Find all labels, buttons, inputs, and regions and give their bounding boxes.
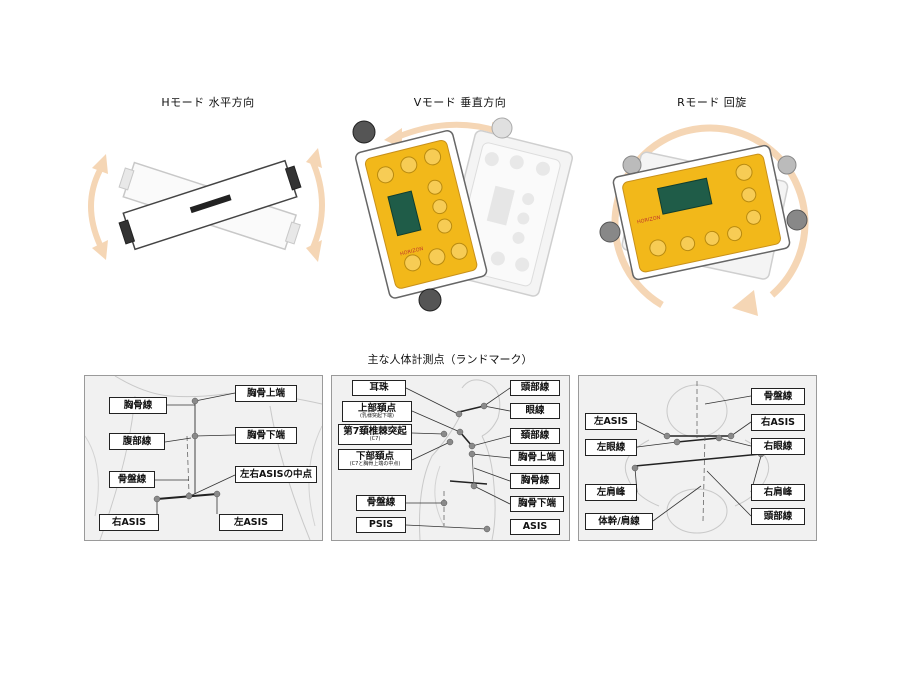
landmark-point (191, 397, 199, 405)
landmark-point (483, 525, 491, 533)
landmark-point (470, 482, 478, 490)
landmark-point (456, 428, 464, 436)
landmark-point (185, 492, 193, 500)
label-fukubu-sen: 腹部線 (109, 433, 165, 450)
h-mode-device (118, 159, 302, 251)
h-mode-right-arrow (309, 158, 325, 252)
label-c7: 第7頚椎棘突起 (C7) (338, 424, 412, 445)
v-mode-device: HORIZON (355, 130, 488, 299)
label-kotsuban-sen: 骨盤線 (356, 495, 406, 511)
landmark-point (715, 434, 723, 442)
label-kotsuban-sen: 骨盤線 (109, 471, 155, 488)
landmark-point (727, 432, 735, 440)
v-mode-bottom-knob (418, 288, 442, 312)
front-view-panel: 胸骨線 胸骨上端 腹部線 胸骨下端 骨盤線 左右ASISの中点 右ASIS 左A… (84, 375, 323, 541)
label-asis: ASIS (510, 519, 560, 535)
kabu-keiten-text: 下部頚点 (355, 450, 394, 462)
landmark-point (446, 438, 454, 446)
label-kyokotsu-sen: 胸骨線 (109, 397, 167, 414)
landmark-point (673, 438, 681, 446)
c7-text: 第7頚椎棘突起 (343, 425, 407, 437)
label-toubu-sen: 頭部線 (751, 508, 805, 525)
landmark-point (455, 410, 463, 418)
label-left-shoulder: 左肩峰 (585, 484, 637, 501)
landmark-point (440, 430, 448, 438)
landmark-point (191, 432, 199, 440)
h-mode-title: Hモード 水平方向 (161, 96, 255, 109)
landmark-point (468, 442, 476, 450)
landmark-point (480, 402, 488, 410)
side-view-body-sketch (405, 379, 511, 540)
side-view-panel: 耳珠 上部頚点 (乳様突起下端) 第7頚椎棘突起 (C7) 下部頚点 (C7と胸… (331, 375, 570, 541)
label-toubu-sen: 頭部線 (510, 380, 560, 396)
landmark-point (631, 464, 639, 472)
h-mode-left-arrow (88, 168, 103, 247)
c7-note: (C7) (369, 436, 381, 443)
r-mode-device: HORIZON (612, 144, 791, 281)
joubu-keiten-text: 上部頚点 (357, 402, 396, 414)
v-mode-illustration: HORIZON (352, 117, 573, 312)
label-right-asis: 右ASIS (99, 514, 159, 531)
landmark-point (153, 495, 161, 503)
label-ganen: 眼線 (510, 403, 560, 419)
label-joubu-keiten: 上部頚点 (乳様突起下端) (342, 401, 412, 422)
r-mode-illustration: HORIZON (599, 124, 809, 316)
label-left-asis: 左ASIS (219, 514, 283, 531)
v-mode-title: Vモード 垂直方向 (413, 96, 507, 109)
label-right-asis: 右ASIS (751, 414, 805, 431)
label-left-eye-line: 左眼線 (585, 439, 637, 456)
label-kyobu-sen: 胸骨線 (510, 473, 560, 489)
label-jiju: 耳珠 (352, 380, 406, 396)
label-kabu-keiten: 下部頚点 (C7と胸骨上端の中点) (338, 449, 412, 470)
label-kyokotsu-katan: 胸骨下端 (510, 496, 564, 512)
v-mode-brand: HORIZON (400, 246, 425, 258)
label-taikan-katasen: 体幹/肩線 (585, 513, 653, 530)
label-kotsuban-sen: 骨盤線 (751, 388, 805, 405)
label-psis: PSIS (356, 517, 406, 533)
h-mode-illustration (88, 148, 325, 262)
landmarks-section-title: 主な人体計測点（ランドマーク） (367, 353, 533, 366)
label-asis-midpoint: 左右ASISの中点 (235, 466, 317, 483)
r-mode-brand: HORIZON (637, 215, 662, 226)
landmark-point (440, 499, 448, 507)
landmark-point (468, 450, 476, 458)
label-right-eye-line: 右眼線 (751, 438, 805, 455)
kabu-keiten-note: (C7と胸骨上端の中点) (349, 461, 401, 468)
label-right-shoulder: 右肩峰 (751, 484, 805, 501)
label-keibu-sen: 頚部線 (510, 428, 560, 444)
label-kyokotsu-joutan: 胸骨上端 (510, 450, 564, 466)
joubu-keiten-note: (乳様突起下端) (360, 413, 394, 420)
label-left-asis: 左ASIS (585, 413, 637, 430)
top-view-panel: 骨盤線 左ASIS 右ASIS 左眼線 右眼線 左肩峰 右肩峰 体幹/肩線 頭部… (578, 375, 817, 541)
landmark-point (213, 490, 221, 498)
landmark-point (663, 432, 671, 440)
label-kyokotsu-joutan: 胸骨上端 (235, 385, 297, 402)
v-mode-top-knob (352, 120, 376, 144)
r-mode-title: Rモード 回旋 (677, 96, 747, 109)
label-kyokotsu-katan: 胸骨下端 (235, 427, 297, 444)
